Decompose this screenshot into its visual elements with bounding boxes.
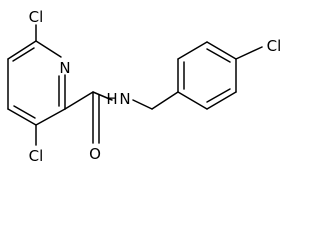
n-label-amide: N xyxy=(119,90,130,108)
bond-p3-p4 xyxy=(206,41,237,60)
bond-carbonyl-n xyxy=(92,91,113,101)
bond-c6-c5-inner xyxy=(12,47,35,62)
bond-c2-carbonyl xyxy=(64,91,94,110)
bond-c6-c5 xyxy=(7,40,37,60)
cl-label-phenyl: Cl xyxy=(267,37,282,55)
n-label-pyridine: N xyxy=(59,59,70,77)
bond-n-ch2 xyxy=(132,99,153,110)
bond-c3-c2 xyxy=(35,108,66,126)
o-label-carbonyl: O xyxy=(89,145,101,163)
cl-label-ring-bottom: Cl xyxy=(29,147,44,165)
bond-p5-p6-inner xyxy=(206,88,231,103)
bond-p6-p1 xyxy=(177,91,208,110)
cl-label-ring-top: Cl xyxy=(29,8,44,26)
bond-c4-c3-inner xyxy=(13,105,36,119)
bond-p4-cl xyxy=(235,46,263,60)
bond-ch2-phenyl xyxy=(151,91,179,110)
bond-p2-p3 xyxy=(177,41,208,60)
chlorophenyl-ring xyxy=(177,41,237,110)
bond-p3-p4-inner xyxy=(206,48,231,63)
bond-c4-c3 xyxy=(7,108,37,126)
chemical-structure-diagram: Cl N H N Cl O Cl xyxy=(7,8,282,165)
bond-p5-p6 xyxy=(206,91,237,110)
h-label-amide: H xyxy=(106,90,117,108)
pyridine-ring xyxy=(7,40,66,126)
bond-c6-n1 xyxy=(35,40,62,58)
